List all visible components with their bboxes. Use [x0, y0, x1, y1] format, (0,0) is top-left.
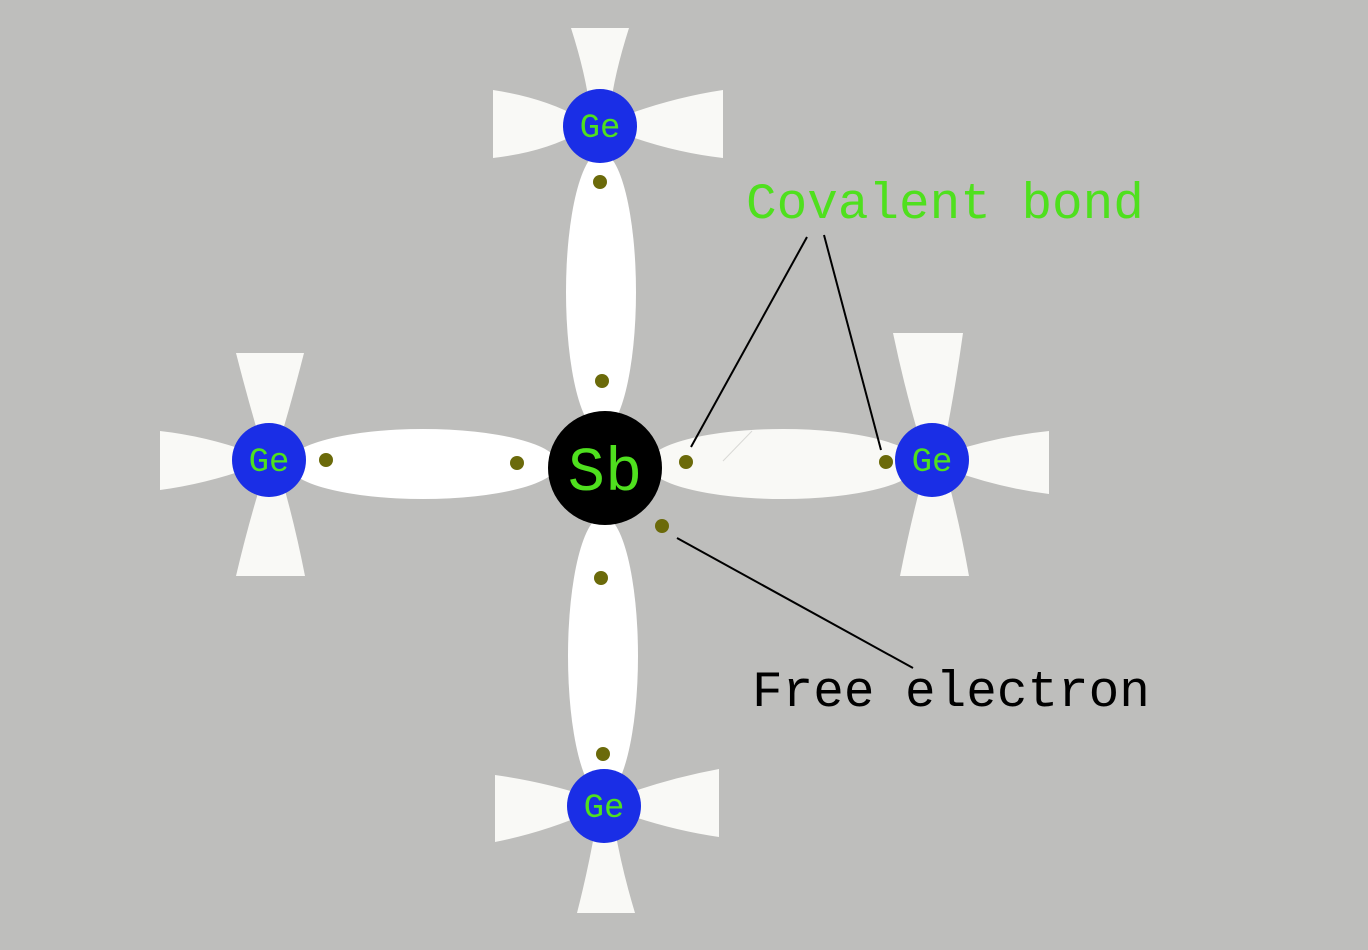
- electron: [679, 455, 693, 469]
- bond-stub-left-down: [236, 480, 305, 576]
- atom-ge-top: Ge: [563, 89, 637, 163]
- atom-ge-top-core: [563, 89, 637, 163]
- bond-stub-top-left: [493, 90, 580, 158]
- covalent-bond-label: Covalent bond: [746, 177, 1144, 234]
- leader-covalent-2: [823, 234, 882, 451]
- bond-stub-right-down: [900, 480, 969, 576]
- atom-ge-right-label: Ge: [912, 444, 953, 482]
- bond-stub-bottom-right: [620, 769, 719, 837]
- atom-ge-left-label: Ge: [249, 444, 290, 482]
- atom-ge-bottom-core: [567, 769, 641, 843]
- covalent-bonds: [288, 152, 918, 796]
- electron: [593, 175, 607, 189]
- bond-stub-top-up: [571, 28, 629, 110]
- bond-sb-right: [648, 429, 918, 499]
- bond-sb-bottom: [568, 516, 638, 796]
- atom-ge-left: Ge: [232, 423, 306, 497]
- faint-mark: [722, 430, 753, 462]
- free-electron: [655, 519, 669, 533]
- electron: [879, 455, 893, 469]
- electron: [594, 571, 608, 585]
- bond-stub-right-up: [893, 333, 963, 440]
- atom-ge-bottom-label: Ge: [584, 790, 625, 828]
- electron: [319, 453, 333, 467]
- bond-stub-left-left: [160, 431, 250, 490]
- bond-stub-right-right: [950, 431, 1049, 494]
- atom-sb-core: [548, 411, 662, 525]
- atom-ge-left-core: [232, 423, 306, 497]
- bond-stub-bottom-left: [495, 775, 590, 842]
- bond-stub-bottom-down: [577, 830, 635, 913]
- leader-lines: [676, 234, 914, 669]
- atom-ge-right-core: [895, 423, 969, 497]
- atom-sb: Sb: [548, 411, 662, 525]
- electron: [510, 456, 524, 470]
- bond-sb-left: [288, 429, 558, 499]
- bond-stub-left-up: [236, 353, 304, 440]
- electron: [596, 747, 610, 761]
- bond-sb-top: [566, 152, 636, 432]
- free-electron-label: Free electron: [752, 665, 1150, 722]
- atom-sb-label: Sb: [568, 438, 642, 509]
- electrons: [319, 175, 893, 761]
- atom-ge-top-label: Ge: [580, 110, 621, 148]
- bond-stub-top-right: [618, 90, 723, 158]
- atom-ge-bottom: Ge: [567, 769, 641, 843]
- bond-stubs: [160, 28, 1049, 913]
- atom-ge-right: Ge: [895, 423, 969, 497]
- leader-covalent-1: [690, 236, 808, 448]
- leader-free-electron: [676, 537, 914, 669]
- electron: [595, 374, 609, 388]
